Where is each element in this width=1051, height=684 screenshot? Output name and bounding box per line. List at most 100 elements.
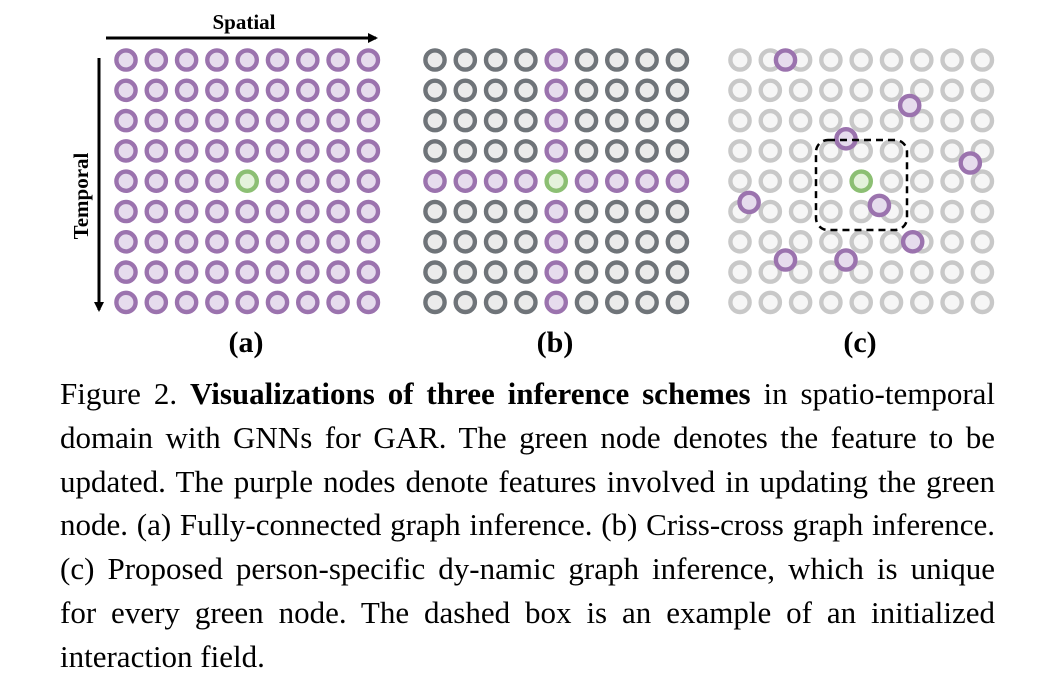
- light-gray-node: [849, 78, 874, 103]
- purple-node: [544, 108, 569, 133]
- light-gray-node: [940, 260, 964, 284]
- purple-node: [205, 108, 229, 133]
- purple-node: [295, 199, 320, 224]
- caption-body: in spatio-temporal domain with GNNs for …: [60, 376, 996, 674]
- light-gray-node: [849, 290, 874, 315]
- purple-node: [265, 169, 290, 193]
- purple-node: [356, 229, 381, 254]
- gray-node: [514, 48, 538, 72]
- figure-diagram: Spatial Temporal (a) (b) (c): [69, 10, 995, 359]
- purple-node: [205, 169, 229, 193]
- gray-node: [514, 260, 538, 284]
- gray-node: [635, 290, 659, 315]
- purple-node: [144, 229, 169, 254]
- purple-node: [205, 290, 229, 315]
- purple-node: [235, 139, 259, 163]
- gray-node: [423, 48, 447, 72]
- purple-node: [235, 78, 259, 103]
- caption-bold-title: Visualizations of three inference scheme…: [189, 376, 751, 411]
- purple-node: [356, 78, 381, 103]
- light-gray-node: [910, 78, 934, 103]
- purple-node: [605, 169, 629, 193]
- gray-node: [665, 260, 690, 284]
- light-gray-node: [910, 48, 934, 72]
- purple-node: [326, 169, 350, 193]
- purple-node: [265, 290, 290, 315]
- light-gray-node: [910, 290, 934, 315]
- gray-node: [665, 78, 690, 103]
- gray-node: [605, 78, 629, 103]
- purple-node: [174, 108, 199, 133]
- light-gray-node: [788, 199, 813, 224]
- light-gray-node: [940, 229, 964, 254]
- gray-node: [665, 48, 690, 72]
- purple-node: [144, 108, 169, 133]
- gray-node: [483, 78, 508, 103]
- light-gray-node: [819, 260, 843, 284]
- green-node: [849, 169, 874, 193]
- light-gray-node: [788, 290, 813, 315]
- purple-node: [144, 139, 169, 163]
- purple-node: [265, 199, 290, 224]
- purple-node: [235, 48, 259, 72]
- gray-node: [605, 290, 629, 315]
- purple-node: [423, 169, 447, 193]
- figure-caption: Figure 2. Visualizations of three infere…: [60, 372, 995, 679]
- purple-node: [574, 169, 599, 193]
- gray-node: [453, 290, 478, 315]
- gray-node: [423, 260, 447, 284]
- purple-node: [295, 48, 320, 72]
- gray-node: [483, 139, 508, 163]
- purple-node: [326, 290, 350, 315]
- purple-node: [483, 169, 508, 193]
- gray-node: [423, 290, 447, 315]
- purple-node: [114, 139, 138, 163]
- purple-node: [635, 169, 659, 193]
- light-gray-node: [849, 48, 874, 72]
- light-gray-node: [758, 229, 783, 254]
- gray-node: [605, 108, 629, 133]
- light-gray-node: [940, 108, 964, 133]
- gray-node: [423, 139, 447, 163]
- purple-node: [356, 290, 381, 315]
- purple-node: [356, 199, 381, 224]
- light-gray-node: [879, 229, 904, 254]
- light-gray-node: [940, 169, 964, 193]
- purple-node: [174, 48, 199, 72]
- purple-node: [144, 78, 169, 103]
- dynamic-purple-node: [737, 190, 761, 215]
- dynamic-purple-node: [958, 151, 983, 175]
- purple-node: [544, 139, 569, 163]
- purple-node: [295, 260, 320, 284]
- gray-node: [453, 229, 478, 254]
- gray-node: [453, 108, 478, 133]
- light-gray-node: [728, 229, 752, 254]
- light-gray-node: [879, 48, 904, 72]
- green-node: [544, 169, 569, 193]
- light-gray-node: [788, 139, 813, 163]
- light-gray-node: [788, 78, 813, 103]
- light-gray-node: [728, 260, 752, 284]
- purple-node: [144, 199, 169, 224]
- purple-node: [295, 290, 320, 315]
- panel-b-label: (b): [537, 326, 574, 359]
- light-gray-node: [879, 139, 904, 163]
- purple-node: [326, 108, 350, 133]
- light-gray-node: [849, 139, 874, 163]
- dynamic-purple-node: [900, 229, 925, 254]
- gray-node: [605, 139, 629, 163]
- light-gray-node: [788, 260, 813, 284]
- gray-node: [574, 260, 599, 284]
- light-gray-node: [819, 290, 843, 315]
- light-gray-node: [940, 48, 964, 72]
- light-gray-node: [728, 169, 752, 193]
- panel-a-grid: [114, 48, 381, 315]
- light-gray-node: [728, 139, 752, 163]
- purple-node: [326, 199, 350, 224]
- gray-node: [665, 199, 690, 224]
- light-gray-node: [758, 199, 783, 224]
- light-gray-node: [788, 169, 813, 193]
- purple-node: [356, 139, 381, 163]
- gray-node: [574, 199, 599, 224]
- gray-node: [453, 139, 478, 163]
